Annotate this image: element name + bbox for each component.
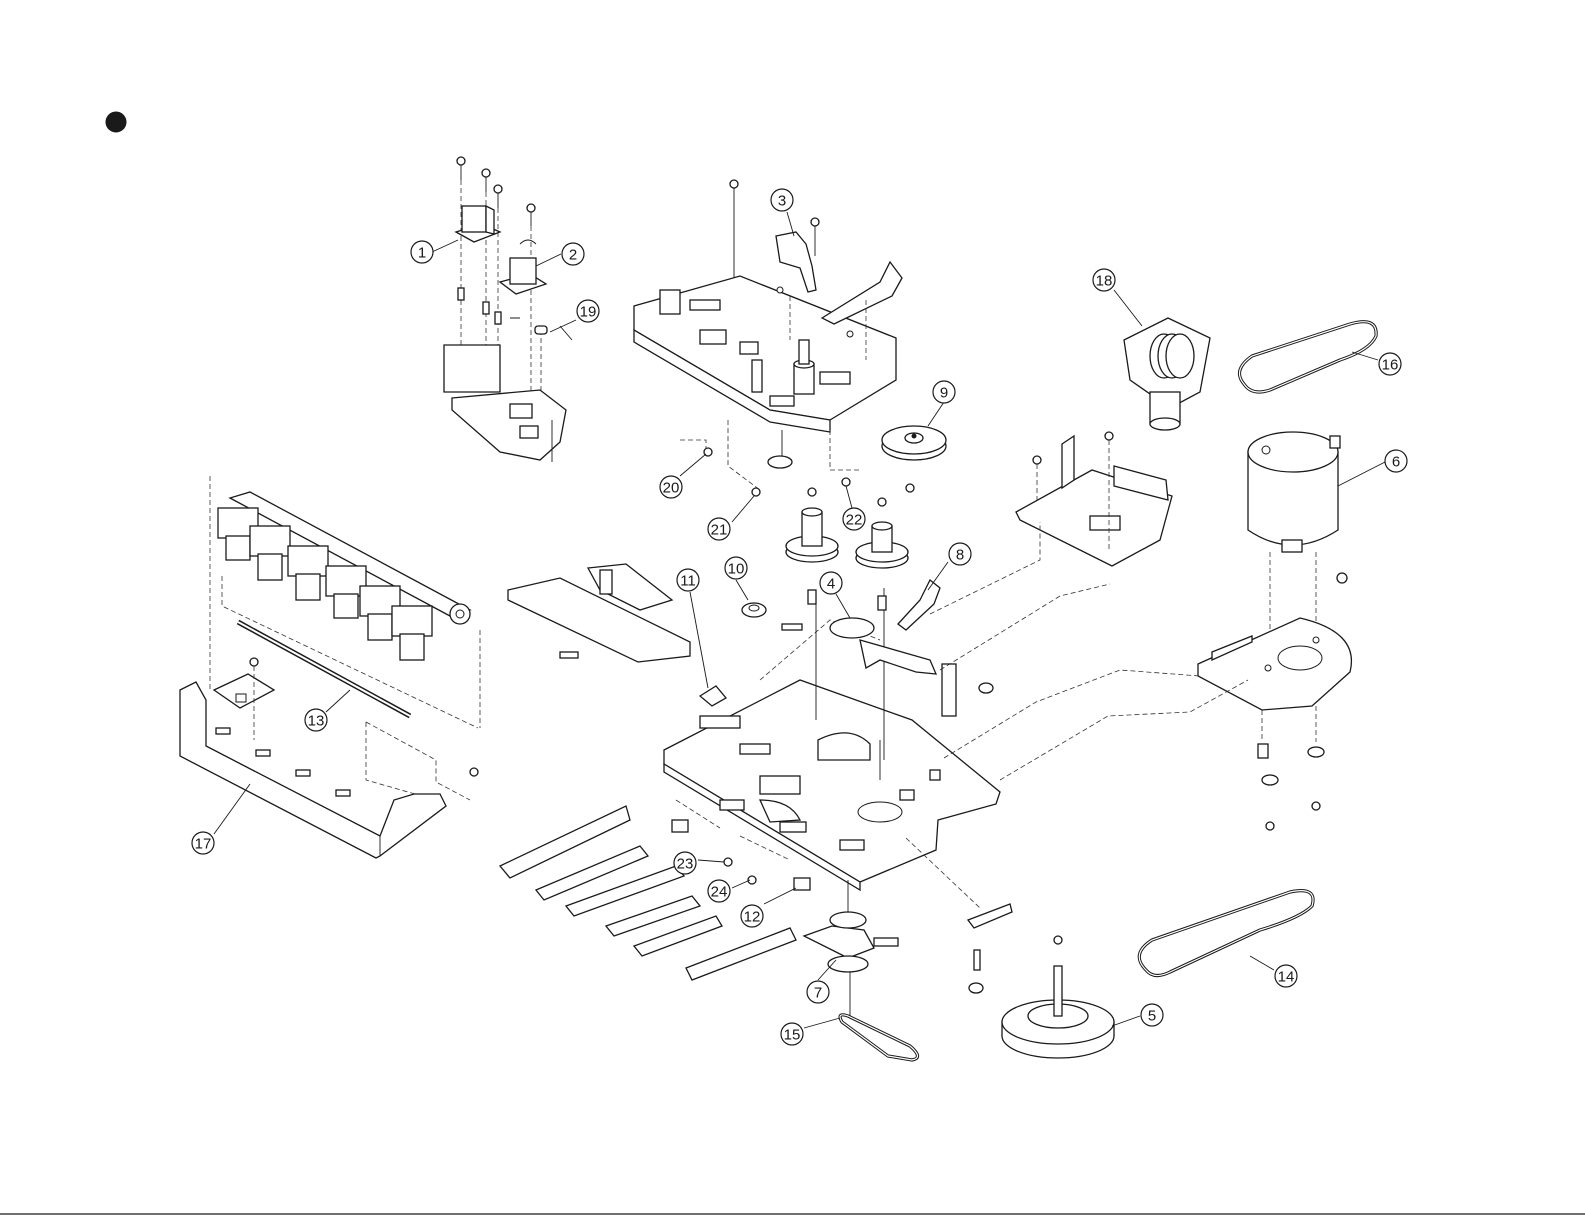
roller-foot (768, 456, 792, 468)
head-base-plate (444, 345, 566, 462)
callout-23: 23 (674, 852, 696, 874)
clip (700, 686, 726, 706)
callout-label: 9 (940, 385, 948, 402)
screw (527, 204, 535, 226)
callout-label: 4 (827, 576, 835, 593)
callout-label: 6 (1392, 454, 1400, 471)
callout-12: 12 (741, 905, 763, 927)
key-buttons (218, 492, 470, 660)
button-holder (180, 658, 478, 858)
slide-bars (500, 806, 796, 980)
callout-1: 1 (411, 241, 433, 263)
erase-head (500, 240, 546, 294)
callout-label: 22 (846, 512, 863, 529)
head-assembly (444, 157, 572, 462)
callout-label: 1 (418, 245, 426, 262)
callout-label: 23 (677, 856, 694, 873)
screw (457, 157, 465, 180)
callout-18: 18 (1093, 269, 1115, 291)
screw (979, 683, 993, 693)
callout-20: 20 (660, 476, 682, 498)
small-bracket (968, 904, 1012, 993)
callout-label: 18 (1096, 273, 1113, 290)
playback-head (456, 206, 500, 242)
callout-13: 13 (305, 709, 327, 731)
callout-label: 17 (195, 836, 212, 853)
callout-label: 8 (956, 547, 964, 564)
callout-7: 7 (807, 981, 829, 1003)
callout-17: 17 (192, 832, 214, 854)
flywheel (1002, 936, 1114, 1058)
callout-label: 7 (814, 985, 822, 1002)
counter-belt (840, 1015, 918, 1060)
motor-mount-plate (1198, 573, 1351, 830)
drive-belt-16 (1240, 322, 1377, 392)
callout-22: 22 (843, 508, 865, 530)
callout-24: 24 (708, 880, 730, 902)
screw (482, 169, 490, 192)
callout-label: 21 (711, 522, 728, 539)
callout-3: 3 (771, 189, 793, 211)
callout-label: 2 (569, 247, 577, 264)
callout-label: 14 (1278, 969, 1295, 986)
idler-gear (742, 603, 766, 617)
callout-label: 13 (308, 713, 325, 730)
callout-8: 8 (949, 543, 971, 565)
motor-pulley-assembly (1124, 318, 1210, 430)
callout-label: 24 (711, 884, 728, 901)
screw (1033, 456, 1041, 500)
callout-label: 5 (1148, 1008, 1156, 1025)
callout-4: 4 (820, 572, 842, 594)
callout-10: 10 (725, 557, 747, 579)
slide-plate (508, 564, 690, 662)
screw (811, 218, 819, 256)
capstan-belt (1139, 891, 1313, 976)
callout-2: 2 (562, 243, 584, 265)
pinch-arm (776, 232, 816, 292)
callout-label: 12 (744, 909, 761, 926)
callout-label: 3 (778, 193, 786, 210)
lever (822, 262, 902, 324)
callout-21: 21 (708, 518, 730, 540)
callout-label: 10 (728, 561, 745, 578)
screw (470, 768, 478, 776)
screw (494, 185, 502, 208)
callout-label: 20 (663, 480, 680, 497)
brake-lever (898, 580, 940, 630)
motor-bracket-upper (1016, 432, 1172, 566)
top-chassis-assembly (634, 180, 902, 496)
callout-15: 15 (781, 1023, 803, 1045)
callout-label: 11 (680, 573, 696, 590)
section-bullet (106, 112, 126, 132)
callout-5: 5 (1141, 1004, 1163, 1026)
callout-9: 9 (933, 381, 955, 403)
callout-6: 6 (1385, 450, 1407, 472)
callout-11: 11 (677, 569, 699, 591)
callout-label: 15 (784, 1027, 801, 1044)
callout-14: 14 (1275, 965, 1297, 987)
screw (1337, 573, 1347, 583)
main-chassis (664, 588, 1000, 890)
gear-pulley (882, 426, 946, 492)
callout-label: 16 (1382, 357, 1399, 374)
callout-label: 19 (580, 304, 597, 321)
callout-16: 16 (1379, 353, 1401, 375)
callout-19: 19 (577, 300, 599, 322)
idler-arm (830, 618, 936, 674)
